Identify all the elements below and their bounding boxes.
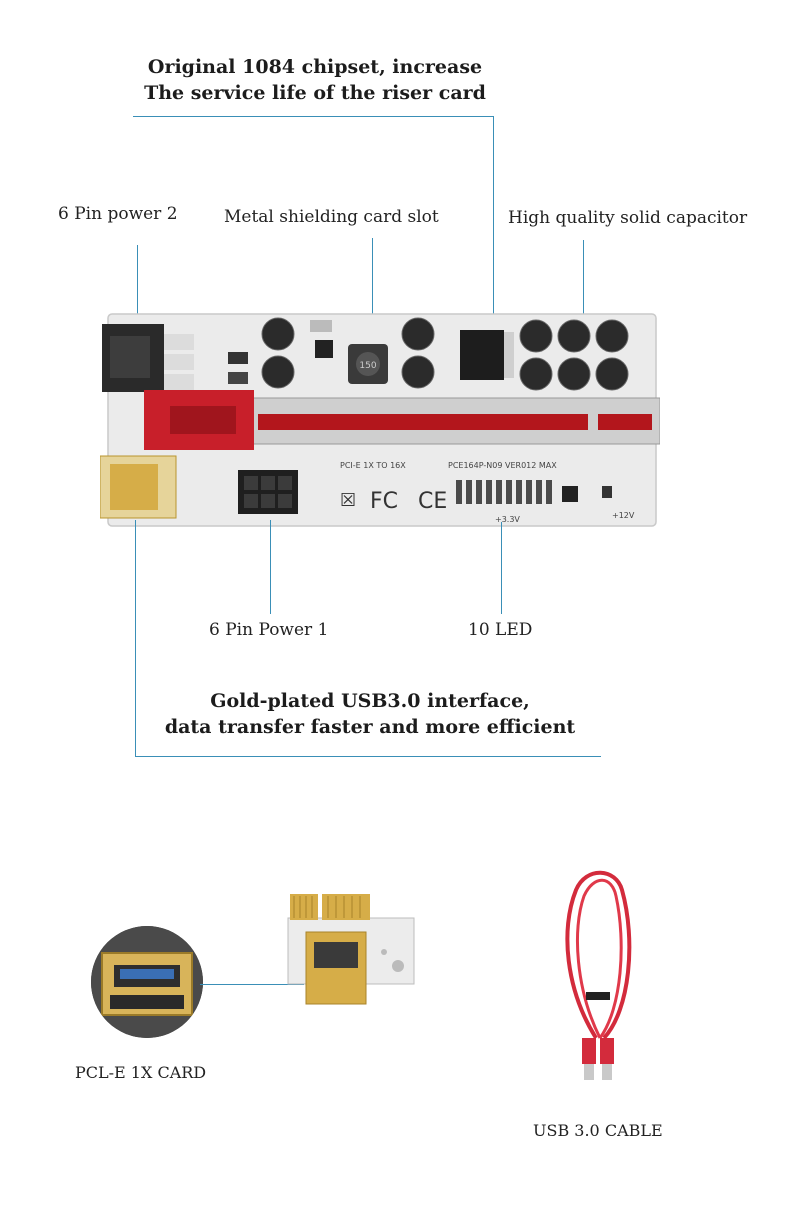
usb-feature-text: Gold-plated USB3.0 interface, data trans… (120, 688, 620, 740)
svg-text:CE: CE (418, 489, 447, 514)
svg-text:FC: FC (370, 489, 398, 514)
svg-text:☒: ☒ (340, 490, 356, 511)
pcie-card-callout-line (200, 984, 304, 985)
capacitor-callout-line (583, 240, 584, 330)
headline-line-2: The service life of the riser card (144, 82, 486, 104)
six-pin-1-callout-line (270, 520, 271, 614)
usb3-cable (565, 870, 632, 1080)
svg-text:+3.3V: +3.3V (495, 515, 520, 524)
capacitor-left-group (261, 317, 435, 389)
led-array (456, 480, 552, 504)
usb-callout-line-h (135, 756, 601, 757)
svg-text:150: 150 (359, 361, 376, 371)
usb-feature-line-2: data transfer faster and more efficient (164, 716, 576, 738)
usb-cable-label: USB 3.0 CABLE (533, 1121, 663, 1140)
ten-led-callout-line (501, 522, 502, 614)
main-chipset (460, 330, 504, 380)
usb-port-magnified (91, 926, 203, 1038)
pcie-1x-card (287, 894, 415, 1005)
svg-text:+12V: +12V (612, 511, 635, 520)
six-pin-power-2-label: 6 Pin power 2 (58, 204, 178, 224)
svg-text:PCE164P-N09 VER012 MAX: PCE164P-N09 VER012 MAX (448, 461, 557, 470)
headline-line-1: Original 1084 chipset, increase (147, 56, 483, 78)
headline-callout-line-h (133, 116, 494, 117)
six-pin-2-callout-line (137, 245, 138, 325)
riser-board-illustration: 150 ☒ FC CE PCI-E 1X TO 16X PCE164P-N09 … (100, 313, 660, 527)
ten-led-label: 10 LED (468, 620, 533, 640)
headline-callout-line-v (493, 116, 494, 316)
six-pin-power-1-label: 6 Pin Power 1 (209, 620, 329, 640)
headline: Original 1084 chipset, increase The serv… (90, 54, 540, 106)
usb-callout-line-v (135, 520, 136, 756)
pcie-card-label: PCL-E 1X CARD (75, 1063, 207, 1082)
usb-feature-line-1: Gold-plated USB3.0 interface, (210, 690, 530, 712)
metal-slot-label: Metal shielding card slot (224, 207, 439, 227)
capacitor-label: High quality solid capacitor (508, 208, 748, 228)
svg-text:PCI-E 1X TO 16X: PCI-E 1X TO 16X (340, 461, 406, 470)
capacitor-right-group (519, 319, 629, 391)
